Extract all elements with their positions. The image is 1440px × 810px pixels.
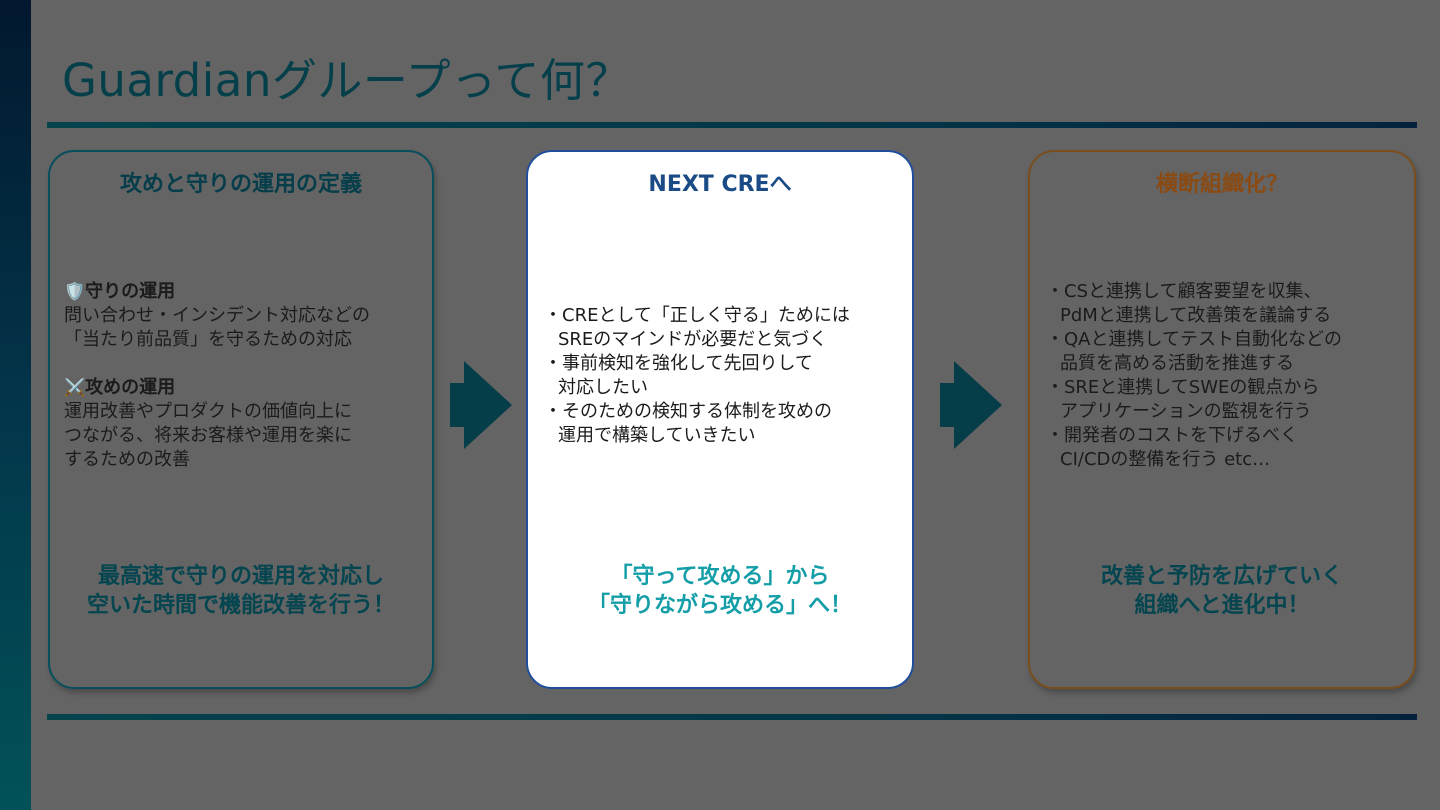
left-accent-bar [0,0,31,810]
bullet-line: 品質を高める活動を推進する [1060,353,1294,374]
defense-line: 「当たり前品質」を守るための対応 [64,329,352,350]
bullet-line: 運用で構築していきたい [558,425,756,446]
offense-heading: ⚔️攻めの運用 [64,377,176,398]
bullet-line: 対応したい [558,377,648,398]
offense-line: つながる、将来お客様や運用を楽に [64,425,352,446]
bullet-line: ・QAと連携してテスト自動化などの [1046,329,1342,350]
card-body: ・CSと連携して顧客要望を収集、 PdMと連携して改善策を議論する ・QAと連携… [1046,280,1412,472]
card-footer: 「守って攻める」から 「守りながら攻める」へ！ [587,564,852,618]
card-footer: 最高速で守りの運用を対応し 空いた時間で機能改善を行う！ [86,564,395,618]
card-body: 🛡️守りの運用 問い合わせ・インシデント対応などの 「当たり前品質」を守るための… [64,280,424,472]
bullet-line: ・そのための検知する体制を攻めの [544,401,832,422]
card-footer: 改善と予防を広げていく 組織へと進化中！ [1100,564,1343,618]
bottom-divider [47,714,1417,720]
bullet-line: ・CSと連携して顧客要望を収集、 [1046,281,1322,302]
offense-line: するための改善 [64,449,190,470]
bullet-line: SREのマインドが必要だと気づく [558,329,828,350]
bullet-line: CI/CDの整備を行う etc… [1060,449,1271,470]
offense-line: 運用改善やプロダクトの価値向上に [64,401,352,422]
bullet-line: ・SREと連携してSWEの観点から [1046,377,1320,398]
arrow-right-icon [940,361,1002,449]
bullet-line: ・事前検知を強化して先回りして [544,353,813,374]
card-attack-defense-definition: 攻めと守りの運用の定義 🛡️守りの運用 問い合わせ・インシデント対応などの 「当… [48,150,434,689]
defense-heading: 🛡️守りの運用 [64,281,176,302]
bullet-line: PdMと連携して改善策を議論する [1060,305,1332,326]
defense-line: 問い合わせ・インシデント対応などの [64,305,370,326]
bullet-line: ・CREとして「正しく守る」ためには [544,305,850,326]
card-next-cre: NEXT CREへ ・CREとして「正しく守る」ためには SREのマインドが必要… [526,150,914,689]
card-title: NEXT CREへ [648,172,792,197]
arrow-right-icon [450,361,512,449]
card-title: 攻めと守りの運用の定義 [119,172,362,197]
slide-title: Guardianグループって何？ [62,54,631,107]
shield-icon: 🛡️ [64,282,86,302]
card-title: 横断組織化？ [1155,172,1288,197]
top-divider [47,122,1417,128]
bullet-line: アプリケーションの監視を行う [1060,401,1312,422]
card-body: ・CREとして「正しく守る」ためには SREのマインドが必要だと気づく ・事前検… [544,304,904,448]
card-cross-organization: 横断組織化？ ・CSと連携して顧客要望を収集、 PdMと連携して改善策を議論する… [1028,150,1416,689]
bullet-line: ・開発者のコストを下げるべく [1046,425,1298,446]
crossed-swords-icon: ⚔️ [64,378,86,398]
